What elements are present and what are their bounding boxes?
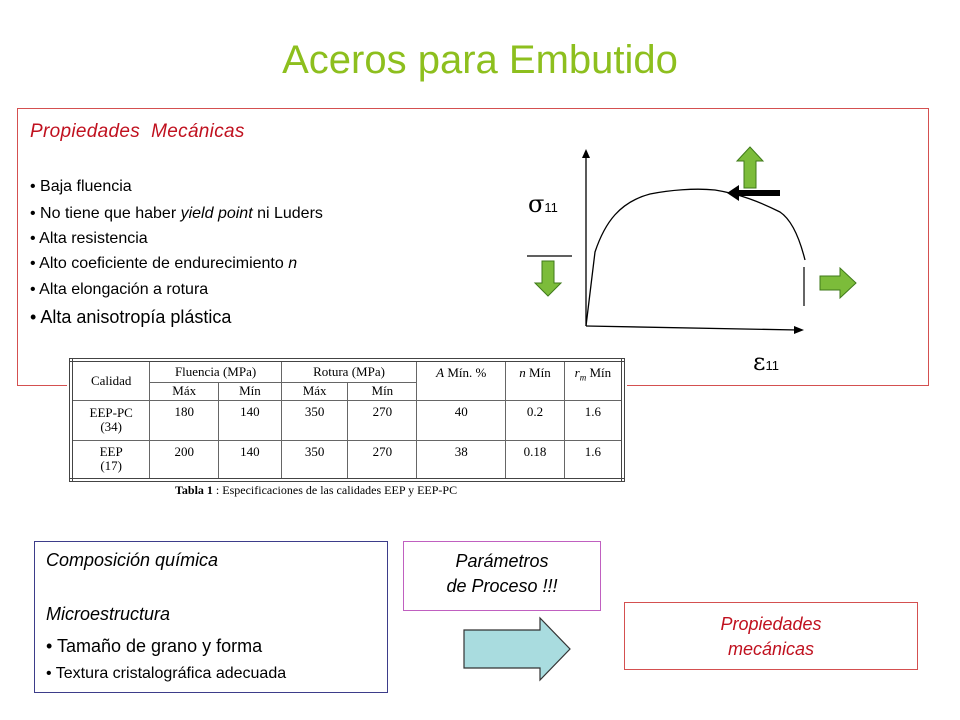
stress-strain-curve xyxy=(585,188,806,327)
header-a-min: A Mín. % xyxy=(416,359,507,401)
cell-fl-max: 200 xyxy=(149,439,220,481)
bullet-elongation: • Alta elongación a rotura xyxy=(30,281,209,298)
mechanical-properties-heading: Propiedades Mecánicas xyxy=(30,121,245,142)
specification-table: Calidad Fluencia (MPa) Rotura (MPa) A Mí… xyxy=(69,358,625,482)
bullet-no-yield-point: • No tiene que haber yield point ni Lude… xyxy=(30,205,323,222)
microstructure-label: Microestructura xyxy=(46,604,171,624)
cell-rm-min: 1.6 xyxy=(563,439,624,481)
page-title: Aceros para Embutido xyxy=(282,38,678,82)
stress-strain-diagram xyxy=(527,146,857,334)
header-rotura-max: Máx xyxy=(280,381,349,401)
bullet-low-yield: • Baja fluencia xyxy=(30,178,132,195)
cell-fl-min: 140 xyxy=(218,439,282,481)
table-row: EEP(17) 200 140 350 270 38 0.18 1.6 xyxy=(70,439,624,481)
arrow-down-icon xyxy=(533,260,563,297)
cell-rot-min: 270 xyxy=(347,399,418,441)
cell-calidad: EEP(17) xyxy=(70,439,151,481)
header-n-min: n Mín xyxy=(505,359,565,401)
result-line-2: mecánicas xyxy=(727,639,815,659)
arrow-right-icon xyxy=(819,266,857,300)
table-caption: Tabla 1 : Especificaciones de las calida… xyxy=(175,483,458,497)
result-line-1: Propiedades xyxy=(720,614,822,634)
process-line-1: Parámetros xyxy=(455,551,549,571)
bullet-anisotropy: • Alta anisotropía plástica xyxy=(30,307,232,327)
cell-rot-max: 350 xyxy=(280,439,349,481)
strain-label: ε11 xyxy=(753,348,779,376)
header-calidad: Calidad xyxy=(70,359,151,401)
cell-a-min: 40 xyxy=(416,399,507,441)
arrow-up-icon xyxy=(735,146,765,189)
table-row: EEP-PC(34) 180 140 350 270 40 0.2 1.6 xyxy=(70,399,624,441)
cell-fl-max: 180 xyxy=(149,399,220,441)
cell-a-min: 38 xyxy=(416,439,507,481)
composition-label: Composición química xyxy=(46,550,219,570)
x-axis xyxy=(585,325,804,334)
stress-label: σ11 xyxy=(528,190,558,218)
header-rm-min: rm Mín xyxy=(563,359,624,401)
cell-rot-min: 270 xyxy=(347,439,418,481)
header-fluencia: Fluencia (MPa) xyxy=(149,359,282,383)
bullet-hardening-coefficient: • Alto coeficiente de endurecimiento n xyxy=(30,255,298,272)
bullet-high-strength: • Alta resistencia xyxy=(30,230,148,247)
resulting-properties-box: Propiedades mecánicas xyxy=(624,602,918,670)
y-axis xyxy=(582,149,590,326)
header-rotura-min: Mín xyxy=(347,381,418,401)
cell-rm-min: 1.6 xyxy=(563,399,624,441)
process-line-2: de Proceso !!! xyxy=(446,576,558,596)
header-rotura: Rotura (MPa) xyxy=(280,359,418,383)
cell-rot-max: 350 xyxy=(280,399,349,441)
cell-n-min: 0.2 xyxy=(505,399,565,441)
specification-table-wrapper: Calidad Fluencia (MPa) Rotura (MPa) A Mí… xyxy=(67,356,627,484)
header-fluencia-max: Máx xyxy=(149,381,220,401)
bullet-texture: • Textura cristalográfica adecuada xyxy=(46,665,287,682)
cell-fl-min: 140 xyxy=(218,399,282,441)
composition-box xyxy=(34,541,388,693)
arrow-left-icon xyxy=(727,185,780,201)
process-parameters-box: Parámetros de Proceso !!! xyxy=(403,541,601,611)
header-fluencia-min: Mín xyxy=(218,381,282,401)
cell-n-min: 0.18 xyxy=(505,439,565,481)
flow-arrow-icon xyxy=(463,616,571,682)
bullet-grain-size: • Tamaño de grano y forma xyxy=(46,636,263,656)
cell-calidad: EEP-PC(34) xyxy=(70,399,151,441)
